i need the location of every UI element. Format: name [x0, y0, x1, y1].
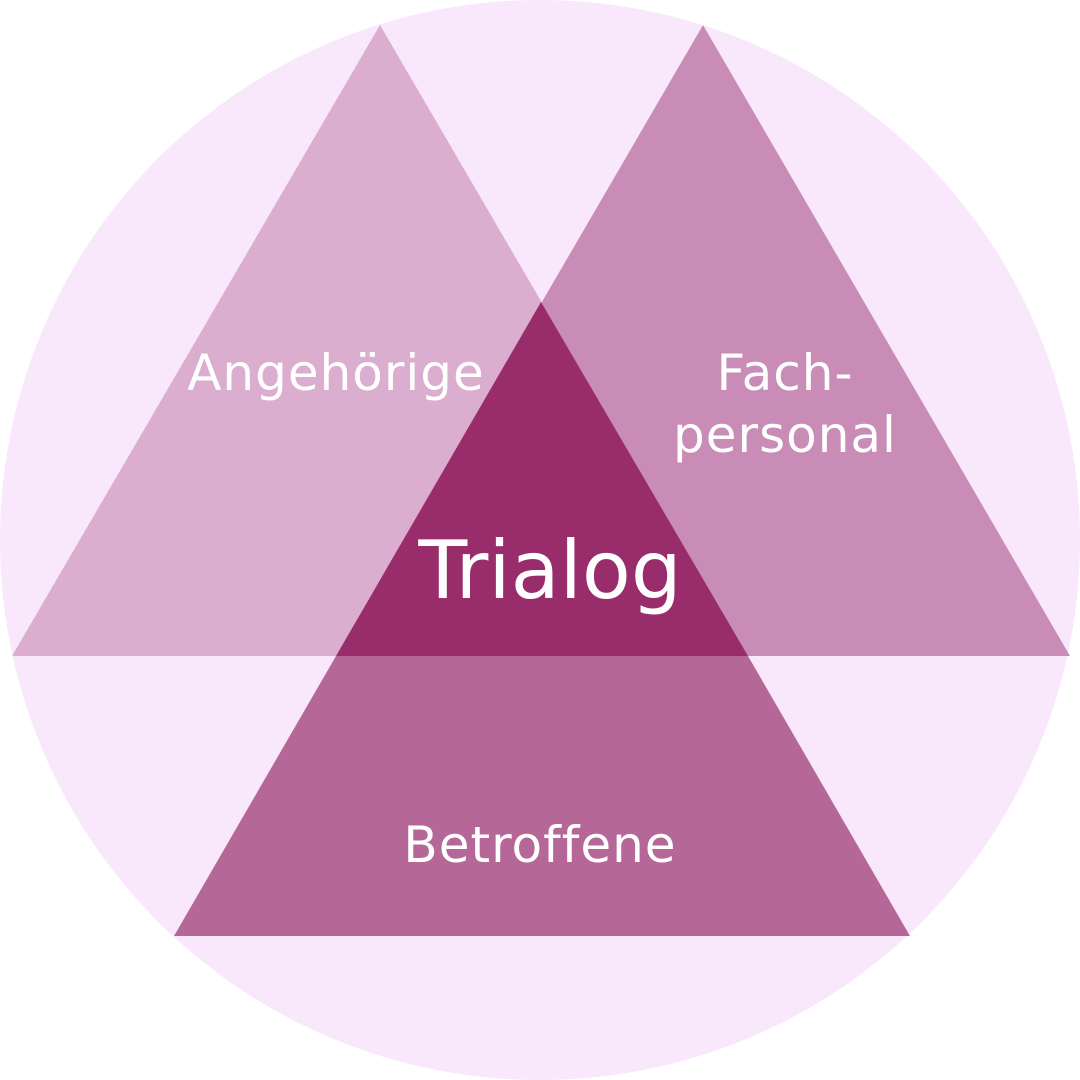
- label-angehoerige: Angehörige: [187, 344, 485, 402]
- label-trialog: Trialog: [417, 524, 681, 617]
- label-betroffene: Betroffene: [403, 816, 676, 874]
- overlap-trialog: [336, 302, 748, 656]
- label-personal: personal: [673, 406, 897, 464]
- triangle-betroffene: [174, 656, 910, 936]
- label-fach: Fach-: [716, 344, 853, 402]
